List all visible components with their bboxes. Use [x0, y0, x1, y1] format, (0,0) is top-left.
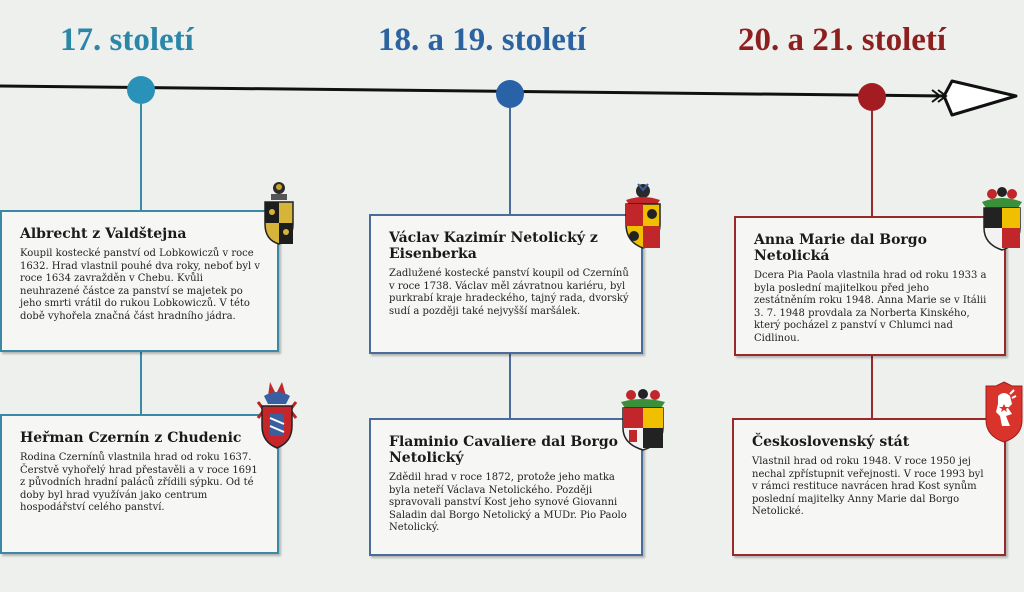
czechoslovak-lion-emblem-icon: [985, 381, 1023, 443]
timeline-dot-18th-19th: [496, 80, 524, 108]
timeline-card-netolicky: Václav Kazimír Netolický z Eisenberka Za…: [369, 214, 643, 354]
card-title: Flaminio Cavaliere dal Borgo Netolický: [389, 434, 619, 466]
timeline-card-czernin: Heřman Czernín z Chudenic Rodina Czernín…: [0, 414, 279, 554]
netolicky-coat-of-arms-icon: [625, 183, 661, 249]
connector-line: [871, 110, 873, 216]
era-heading-18th-19th-century: 18. a 19. století: [378, 22, 587, 58]
connector-line: [509, 354, 511, 418]
era-heading-17th-century: 17. století: [60, 22, 194, 58]
timeline-card-dal-borgo: Flaminio Cavaliere dal Borgo Netolický Z…: [369, 418, 643, 556]
card-title: Albrecht z Valdštejna: [20, 226, 187, 242]
card-title: Anna Marie dal Borgo Netolická: [754, 232, 927, 264]
connector-line: [140, 104, 142, 212]
timeline-dot-17th: [127, 76, 155, 104]
wallenstein-coat-of-arms-icon: [264, 182, 294, 245]
connector-line: [871, 356, 873, 418]
timeline-dot-20th-21st: [858, 83, 886, 111]
card-text: Dcera Pia Paola vlastnila hrad od roku 1…: [754, 270, 987, 344]
connector-line: [509, 108, 511, 214]
card-text: Vlastnil hrad od roku 1948. V roce 1950 …: [752, 456, 984, 517]
connector-line: [140, 352, 142, 414]
timeline-card-ceskoslovensky-stat: Československý stát Vlastnil hrad od rok…: [732, 418, 1006, 556]
card-text: Zadlužené kostecké panství koupil od Cze…: [389, 268, 629, 317]
card-text: Zdědil hrad v roce 1872, protože jeho ma…: [389, 472, 627, 533]
czernin-coat-of-arms-icon: [256, 382, 298, 449]
card-text: Koupil kostecké panství od Lobkowiczů v …: [20, 248, 261, 322]
card-title: Heřman Czernín z Chudenic: [20, 430, 242, 446]
card-text: Rodina Czernínů vlastnila hrad od roku 1…: [20, 452, 258, 513]
timeline-card-valdstejn: Albrecht z Valdštejna Koupil kostecké pa…: [0, 210, 279, 352]
card-title: Václav Kazimír Netolický z Eisenberka: [389, 230, 598, 262]
dal-borgo-coat-of-arms-icon: [621, 389, 665, 451]
dal-borgo-netolicka-coat-of-arms-icon: [982, 187, 1022, 251]
era-heading-20th-21st-century: 20. a 21. století: [738, 22, 947, 58]
timeline-card-anna-marie: Anna Marie dal Borgo Netolická Dcera Pia…: [734, 216, 1006, 356]
card-title: Československý stát: [752, 434, 910, 450]
timeline-arrow: [0, 79, 1018, 117]
arrowhead-icon: [942, 79, 1018, 117]
